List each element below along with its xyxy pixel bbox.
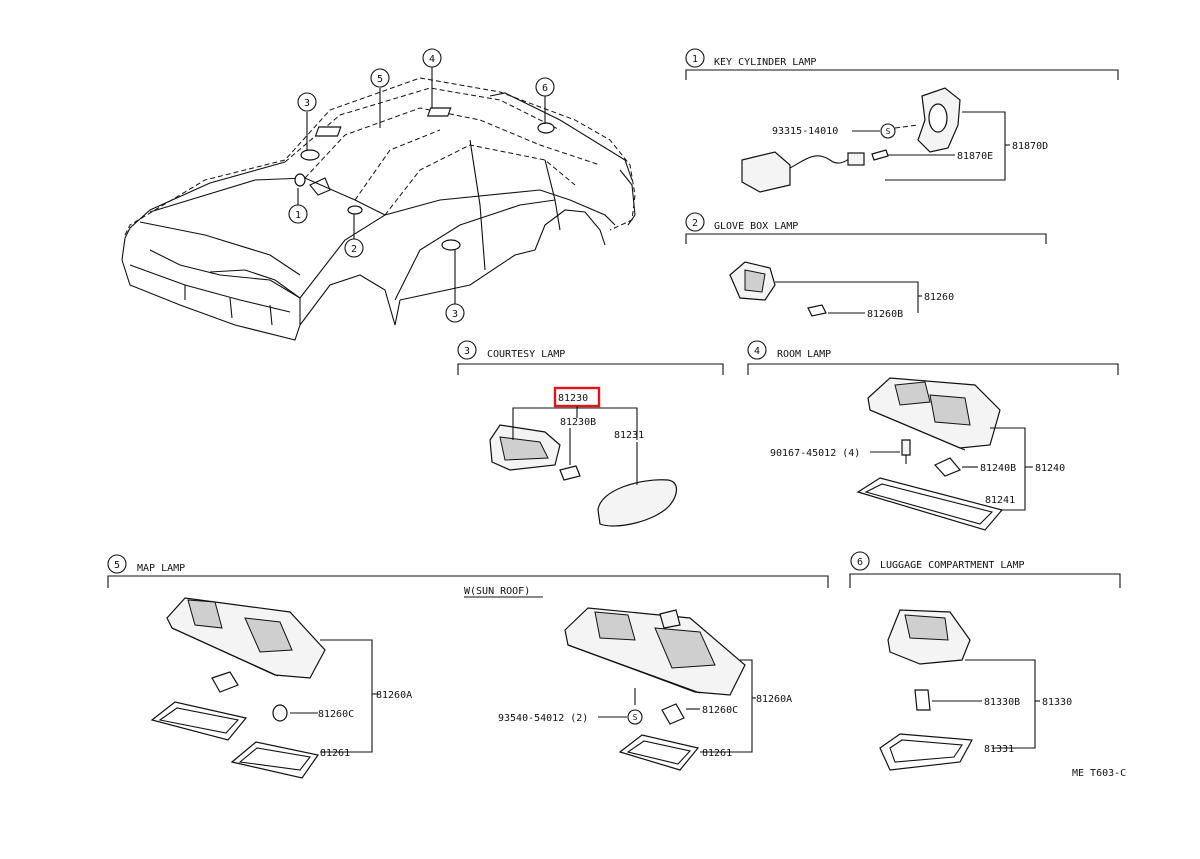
- part-81240B: 81240B: [980, 463, 1016, 474]
- part-81870D: 81870D: [1012, 141, 1048, 152]
- part-81330: 81330: [1042, 697, 1072, 708]
- svg-text:4: 4: [754, 346, 760, 357]
- part-81261: 81261: [320, 748, 350, 759]
- section-title: KEY CYLINDER LAMP: [714, 57, 816, 68]
- callout-3-top: 3: [297, 92, 317, 112]
- car-illustration: [121, 77, 636, 341]
- section-title: LUGGAGE COMPARTMENT LAMP: [880, 560, 1025, 571]
- svg-text:5: 5: [114, 560, 120, 571]
- callout-leaders: [297, 67, 546, 304]
- part-81260C: 81260C: [318, 709, 354, 720]
- part-93540-54012: 93540-54012 (2): [498, 713, 588, 724]
- svg-text:1: 1: [295, 210, 301, 221]
- svg-text:S: S: [633, 713, 638, 722]
- part-93315-14010: 93315-14010: [772, 126, 838, 137]
- callout-1: 1: [288, 204, 308, 224]
- section-key-cylinder-lamp: 1 KEY CYLINDER LAMP S 93315-14010 81870E…: [685, 48, 1119, 193]
- part-81870E: 81870E: [957, 151, 993, 162]
- svg-text:S: S: [886, 127, 891, 136]
- svg-text:2: 2: [351, 244, 357, 255]
- part-81331: 81331: [984, 744, 1014, 755]
- svg-text:3: 3: [452, 309, 458, 320]
- part-81231: 81231: [614, 430, 644, 441]
- part-81240: 81240: [1035, 463, 1065, 474]
- variant-sun-roof: W(SUN ROOF): [464, 586, 530, 597]
- section-title: MAP LAMP: [137, 563, 185, 574]
- svg-text:4: 4: [429, 54, 435, 65]
- part-81260C-sunroof: 81260C: [702, 705, 738, 716]
- svg-text:6: 6: [542, 83, 548, 94]
- part-81260B: 81260B: [867, 309, 903, 320]
- section-title: ROOM LAMP: [777, 349, 831, 360]
- svg-text:6: 6: [857, 557, 863, 568]
- callout-2: 2: [344, 238, 364, 258]
- section-glove-box-lamp: 2 GLOVE BOX LAMP 81260B 81260: [685, 212, 1047, 320]
- part-81260A: 81260A: [376, 690, 412, 701]
- part-81230: 81230: [558, 393, 588, 404]
- part-81260A-sunroof: 81260A: [756, 694, 792, 705]
- svg-text:2: 2: [692, 218, 698, 229]
- svg-text:1: 1: [692, 54, 698, 65]
- section-courtesy-lamp: 3 COURTESY LAMP 81230 81230B 81231: [457, 340, 724, 527]
- part-81230B: 81230B: [560, 417, 596, 428]
- callout-3-bottom: 3: [445, 303, 465, 323]
- part-90167-45012: 90167-45012 (4): [770, 448, 860, 459]
- callout-6: 6: [535, 77, 555, 97]
- svg-text:3: 3: [304, 98, 310, 109]
- section-room-lamp: 4 ROOM LAMP 90167-45012 (4) 81240B 81240…: [747, 340, 1119, 531]
- callout-5: 5: [370, 68, 390, 88]
- diagram-code: ME T603-C: [1072, 768, 1126, 779]
- section-title: GLOVE BOX LAMP: [714, 221, 798, 232]
- part-81241: 81241: [985, 495, 1015, 506]
- section-luggage-compartment-lamp: 6 LUGGAGE COMPARTMENT LAMP 81330B 81330 …: [849, 551, 1121, 771]
- svg-text:5: 5: [377, 74, 383, 85]
- svg-text:3: 3: [464, 346, 470, 357]
- section-map-lamp: 5 MAP LAMP W(SUN ROOF) 81260A 81260C 812…: [107, 554, 829, 779]
- part-81330B: 81330B: [984, 697, 1020, 708]
- part-81260: 81260: [924, 292, 954, 303]
- section-title: COURTESY LAMP: [487, 349, 565, 360]
- callout-4: 4: [422, 48, 442, 68]
- part-81261-sunroof: 81261: [702, 748, 732, 759]
